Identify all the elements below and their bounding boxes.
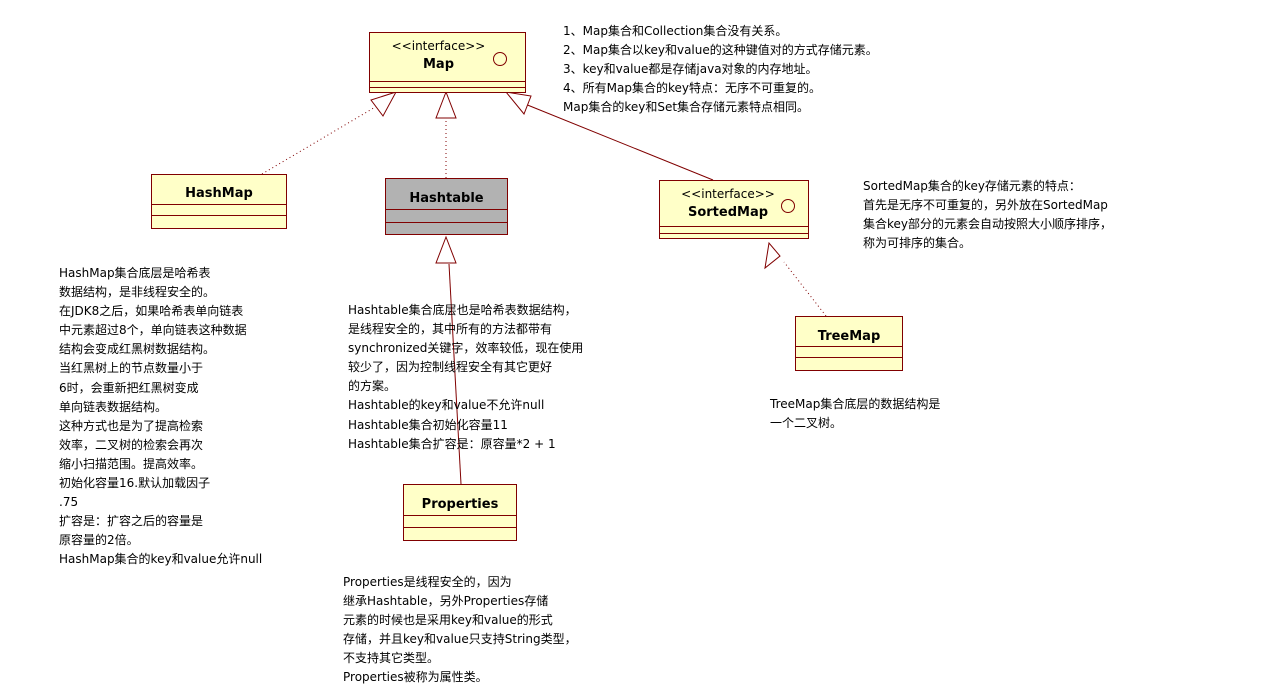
map-interface-box[interactable]: <<interface>> Map (369, 32, 526, 93)
treemap-arrowhead (764, 241, 781, 270)
interface-circle-icon (493, 52, 507, 66)
separator (796, 357, 902, 358)
map-stereotype: <<interface>> (391, 39, 486, 53)
interface-circle-icon (781, 199, 795, 213)
separator (152, 215, 286, 216)
map-note: 1、Map集合和Collection集合没有关系。 2、Map集合以key和va… (563, 24, 878, 115)
properties-note: Properties是线程安全的，因为 继承Hashtable，另外Proper… (343, 575, 577, 685)
properties-class-box[interactable]: Properties (403, 484, 517, 541)
treemap-note: TreeMap集合底层的数据结构是 一个二叉树。 (770, 397, 941, 431)
separator (386, 209, 507, 210)
hashmap-note: HashMap集合底层是哈希表 数据结构，是非线程安全的。 在JDK8之后，如果… (59, 266, 263, 567)
separator (796, 346, 902, 347)
separator (370, 81, 525, 82)
treemap-class-box[interactable]: TreeMap (795, 316, 903, 371)
separator (370, 87, 525, 88)
properties-arrowhead (435, 235, 457, 264)
hashmap-arrowhead (370, 91, 398, 117)
hashmap-name: HashMap (185, 186, 253, 201)
hashmap-class-box[interactable]: HashMap (151, 174, 287, 229)
separator (660, 226, 808, 227)
hashtable-class-box[interactable]: Hashtable (385, 178, 508, 235)
sortedmap-note: SortedMap集合的key存储元素的特点： 首先是无序不可重复的，另外放在S… (863, 179, 1113, 251)
properties-extends-hashtable (448, 263, 462, 485)
separator (152, 204, 286, 205)
hashtable-name: Hashtable (409, 191, 484, 206)
hashtable-note: Hashtable集合底层也是哈希表数据结构， 是线程安全的，其中所有的方法都带… (348, 303, 584, 451)
treemap-implements-sortedmap (783, 261, 827, 317)
separator (404, 515, 516, 516)
separator (404, 527, 516, 528)
map-name: Map (422, 57, 454, 72)
sortedmap-extends-map (524, 103, 714, 181)
sortedmap-arrowhead (504, 91, 532, 115)
sortedmap-name: SortedMap (687, 205, 769, 220)
separator (386, 222, 507, 223)
sortedmap-stereotype: <<interface>> (681, 187, 775, 201)
treemap-name: TreeMap (817, 329, 881, 344)
hashtable-arrowhead (435, 90, 457, 119)
hashmap-implements-map (261, 105, 378, 175)
separator (660, 233, 808, 234)
sortedmap-interface-box[interactable]: <<interface>> SortedMap (659, 180, 809, 239)
properties-name: Properties (421, 497, 499, 512)
